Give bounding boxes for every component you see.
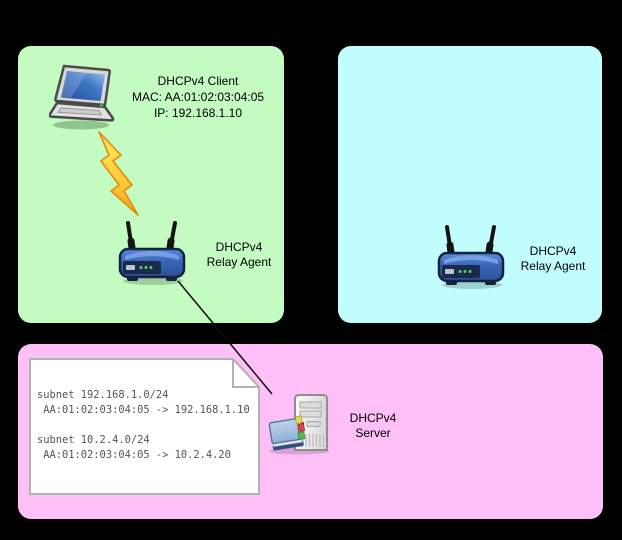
laptop-icon bbox=[49, 64, 115, 130]
server-tower-icon bbox=[268, 394, 329, 455]
relay-agent-2-line1: DHCPv4 bbox=[529, 244, 577, 258]
wireless-router-icon bbox=[437, 225, 505, 289]
relay-agent-1-label: DHCPv4 Relay Agent bbox=[189, 240, 289, 270]
lease-note: subnet 192.168.1.0/24 AA:01:02:03:04:05 … bbox=[29, 356, 262, 495]
server-label: DHCPv4 Server bbox=[323, 411, 423, 441]
server-line2: Server bbox=[355, 426, 391, 440]
wireless-router-icon bbox=[118, 221, 186, 285]
client-mac: MAC: AA:01:02:03:04:05 bbox=[131, 90, 265, 104]
book-icon bbox=[268, 415, 306, 451]
relay-agent-1-line2: Relay Agent bbox=[206, 255, 272, 269]
relay-agent-2-label: DHCPv4 Relay Agent bbox=[503, 244, 603, 274]
folded-corner bbox=[232, 356, 262, 388]
client-label: DHCPv4 Client MAC: AA:01:02:03:04:05 IP:… bbox=[98, 73, 298, 121]
lease-note-text: subnet 192.168.1.0/24 AA:01:02:03:04:05 … bbox=[37, 389, 250, 461]
client-ip: IP: 192.168.1.10 bbox=[153, 106, 243, 120]
relay-agent-1-line1: DHCPv4 bbox=[215, 240, 263, 254]
lightning-bolt-icon bbox=[98, 131, 139, 216]
relay-agent-2-line2: Relay Agent bbox=[520, 259, 586, 273]
client-title: DHCPv4 Client bbox=[157, 74, 239, 88]
server-line1: DHCPv4 bbox=[349, 411, 397, 425]
